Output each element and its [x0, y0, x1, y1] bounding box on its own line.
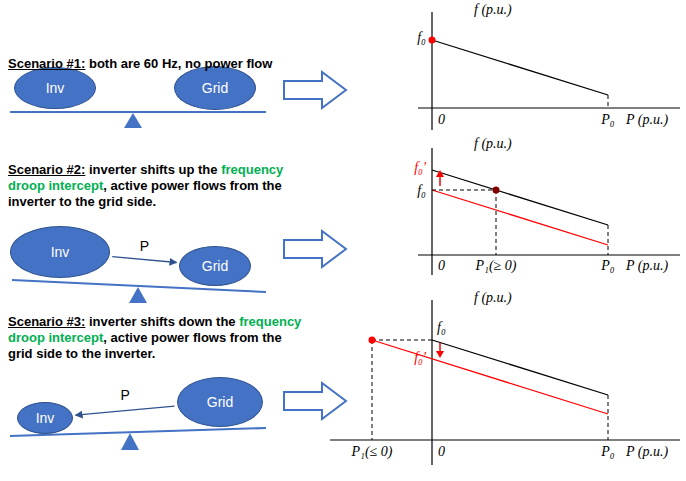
ellipse-node: Inv — [10, 226, 110, 278]
scenario-text: Scenario #2: inverter shifts up the freq… — [8, 162, 308, 210]
axis-label: 0 — [438, 258, 445, 274]
scenario-heading: Scenario #1: — [8, 56, 85, 71]
block-arrow — [284, 72, 346, 419]
axis-label: P₀ — [601, 444, 614, 460]
scenario-description: inverter shifts up the — [89, 162, 218, 177]
node-label: Inv — [46, 80, 65, 96]
axis-label: P (p.u.) — [626, 112, 668, 128]
scenario-description: inverter shifts down the — [89, 314, 236, 329]
axis-label: P (p.u.) — [626, 258, 668, 274]
node-label: Grid — [202, 258, 228, 274]
scenario-description: both are 60 Hz, no power flow — [89, 56, 272, 71]
scenario-text: Scenario #3: inverter shifts down the fr… — [8, 314, 308, 362]
edge-label: P — [118, 387, 131, 403]
scenario-text: Scenario #1: both are 60 Hz, no power fl… — [8, 56, 308, 72]
axis-label: P₁(≤ 0) — [352, 444, 393, 460]
operating-point — [369, 37, 436, 344]
axis-label: 0 — [438, 112, 445, 128]
axis-label: f₀′ — [414, 160, 426, 176]
axis-label: f₀′ — [414, 350, 426, 366]
seesaw — [10, 112, 266, 436]
axis-label: f₀ — [437, 320, 446, 336]
node-label: Grid — [202, 80, 228, 96]
axis-label: P (p.u.) — [626, 444, 668, 460]
operating-point — [493, 187, 500, 194]
axis-label: P₀ — [601, 258, 614, 274]
node-label: Inv — [36, 410, 55, 426]
power-flow-arrow — [112, 257, 176, 263]
axis-label: P₀ — [601, 112, 614, 128]
power-flow-arrow — [76, 406, 175, 415]
axis-label: f (p.u.) — [474, 2, 512, 18]
ellipse-node: Grid — [179, 246, 251, 286]
scenario-heading: Scenario #2: — [8, 162, 85, 177]
ellipse-node: Grid — [177, 377, 263, 427]
ellipse-node: Grid — [174, 66, 256, 110]
axis-label: P₁(≥ 0) — [476, 258, 517, 274]
shifted-droop-line — [372, 190, 608, 414]
node-label: Grid — [207, 394, 233, 410]
ellipse-node: Inv — [17, 402, 73, 434]
droop-line — [432, 40, 608, 395]
scenario-heading: Scenario #3: — [8, 314, 85, 329]
axis-label: f₀ — [417, 30, 426, 46]
node-label: Inv — [51, 244, 70, 260]
axes — [330, 12, 680, 465]
axis-label: f₀ — [417, 183, 426, 199]
axis-label: f (p.u.) — [474, 136, 512, 152]
axis-label: f (p.u.) — [474, 290, 512, 306]
dashed-guide — [372, 95, 608, 440]
edge-label: P — [138, 238, 151, 254]
ellipse-node: Inv — [14, 67, 96, 109]
axis-label: 0 — [438, 444, 445, 460]
